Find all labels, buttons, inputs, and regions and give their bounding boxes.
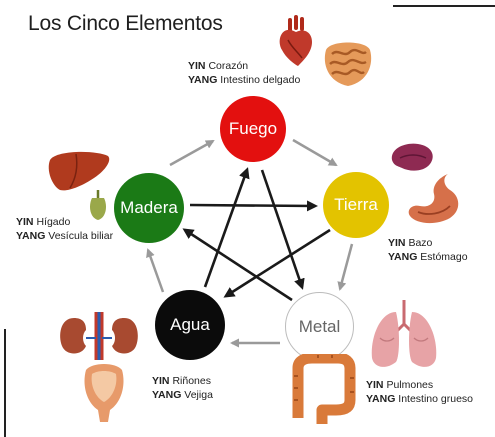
liver-icon [48, 151, 110, 191]
label-metal: YIN Pulmones YANG Intestino grueso [366, 378, 473, 406]
arrow-metal-to-madera [182, 228, 293, 302]
bladder-icon [84, 364, 124, 422]
yin-organ: Bazo [408, 237, 433, 249]
yang-organ: Vejiga [184, 389, 213, 401]
spleen-icon [391, 143, 433, 171]
arrow-fuego-to-tierra [292, 138, 338, 167]
kidneys-icon [60, 312, 138, 360]
arrow-agua-to-fuego [203, 167, 250, 288]
element-tierra: Tierra [323, 172, 389, 238]
element-metal: Metal [285, 292, 354, 361]
yin-organ: Pulmones [386, 379, 434, 391]
yin-organ: Riñones [172, 375, 211, 387]
yang-tag: YANG [366, 393, 396, 405]
yang-organ: Vesícula biliar [48, 230, 114, 242]
arrow-agua-to-madera [146, 248, 165, 293]
element-madera: Madera [114, 173, 184, 243]
stomach-icon [408, 174, 459, 224]
arrow-fuego-to-metal [260, 169, 305, 290]
lungs-icon [371, 300, 437, 367]
heart-icon [279, 15, 312, 66]
arrow-madera-to-tierra [189, 200, 318, 212]
arrow-tierra-to-metal [337, 243, 354, 291]
left-edge-line [4, 329, 6, 437]
yang-organ: Estómago [420, 251, 468, 263]
small-intestine-icon [324, 42, 372, 86]
yang-tag: YANG [188, 74, 218, 86]
yin-tag: YIN [16, 216, 34, 228]
label-fuego: YIN Corazón YANG Intestino delgado [188, 59, 300, 87]
element-agua: Agua [155, 290, 225, 360]
label-agua: YIN Riñones YANG Vejiga [152, 374, 213, 402]
yin-organ: Corazón [208, 60, 249, 72]
arrow-tierra-to-agua [223, 228, 331, 298]
yin-tag: YIN [188, 60, 206, 72]
arrow-madera-to-fuego [169, 139, 215, 167]
yin-organ: Hígado [36, 216, 71, 228]
label-madera: YIN Hígado YANG Vesícula biliar [16, 215, 113, 243]
yin-tag: YIN [152, 375, 170, 387]
yang-organ: Intestino grueso [398, 393, 474, 405]
top-edge-line [393, 5, 495, 7]
yang-tag: YANG [152, 389, 182, 401]
yin-tag: YIN [388, 237, 406, 249]
element-fuego: Fuego [220, 96, 286, 162]
gallbladder-icon [90, 190, 106, 220]
yang-organ: Intestino delgado [220, 74, 301, 86]
yang-tag: YANG [388, 251, 418, 263]
label-tierra: YIN Bazo YANG Estómago [388, 236, 468, 264]
large-intestine-icon [292, 354, 356, 424]
yin-tag: YIN [366, 379, 384, 391]
yang-tag: YANG [16, 230, 46, 242]
diagram-title: Los Cinco Elementos [28, 12, 223, 35]
